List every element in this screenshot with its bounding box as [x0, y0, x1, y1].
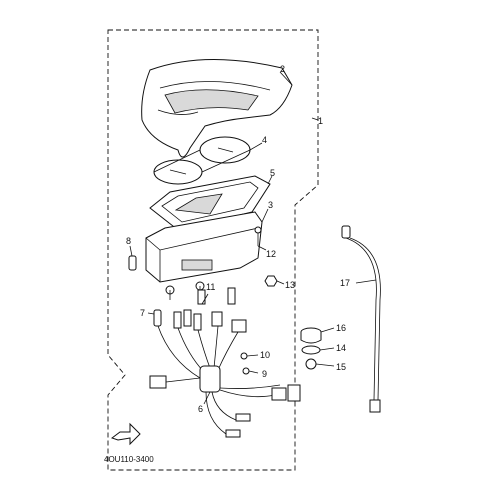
callout-11: 11	[206, 282, 215, 292]
callout-2: 2	[280, 64, 285, 74]
callout-12: 12	[266, 249, 276, 259]
wire-harness[interactable]	[149, 325, 301, 438]
speedometer-cable[interactable]	[341, 225, 381, 413]
front-arrow-icon	[110, 422, 141, 446]
callout-3: 3	[268, 200, 273, 210]
socket-connectors[interactable]	[197, 287, 236, 305]
nut-13[interactable]	[264, 275, 278, 287]
assembly-boundary	[107, 29, 319, 471]
screw-12[interactable]	[254, 226, 262, 246]
damper-16[interactable]	[300, 327, 322, 344]
callout-8: 8	[126, 236, 131, 246]
washer-14[interactable]	[301, 345, 321, 355]
bulb-sockets[interactable]	[153, 309, 247, 333]
collar-15[interactable]	[305, 358, 317, 370]
callout-16: 16	[336, 323, 346, 333]
meter-case[interactable]	[145, 211, 263, 300]
callout-6: 6	[198, 404, 203, 414]
callout-14: 14	[336, 343, 346, 353]
callout-13: 13	[285, 280, 295, 290]
callout-9: 9	[262, 369, 267, 379]
callout-1: 1	[318, 116, 323, 126]
callout-17: 17	[340, 278, 350, 288]
drawing-code: 4OU110-3400	[104, 455, 154, 464]
screw-9[interactable]	[242, 367, 250, 375]
bulb-socket[interactable]	[128, 255, 137, 271]
screw-10[interactable]	[240, 352, 248, 360]
callout-4: 4	[262, 135, 267, 145]
callout-10: 10	[260, 350, 270, 360]
gauge-lens[interactable]	[153, 136, 251, 185]
callout-5: 5	[270, 168, 275, 178]
callout-7: 7	[140, 308, 145, 318]
callout-15: 15	[336, 362, 346, 372]
meter-panel[interactable]	[149, 175, 271, 231]
meter-cover[interactable]	[141, 59, 293, 158]
